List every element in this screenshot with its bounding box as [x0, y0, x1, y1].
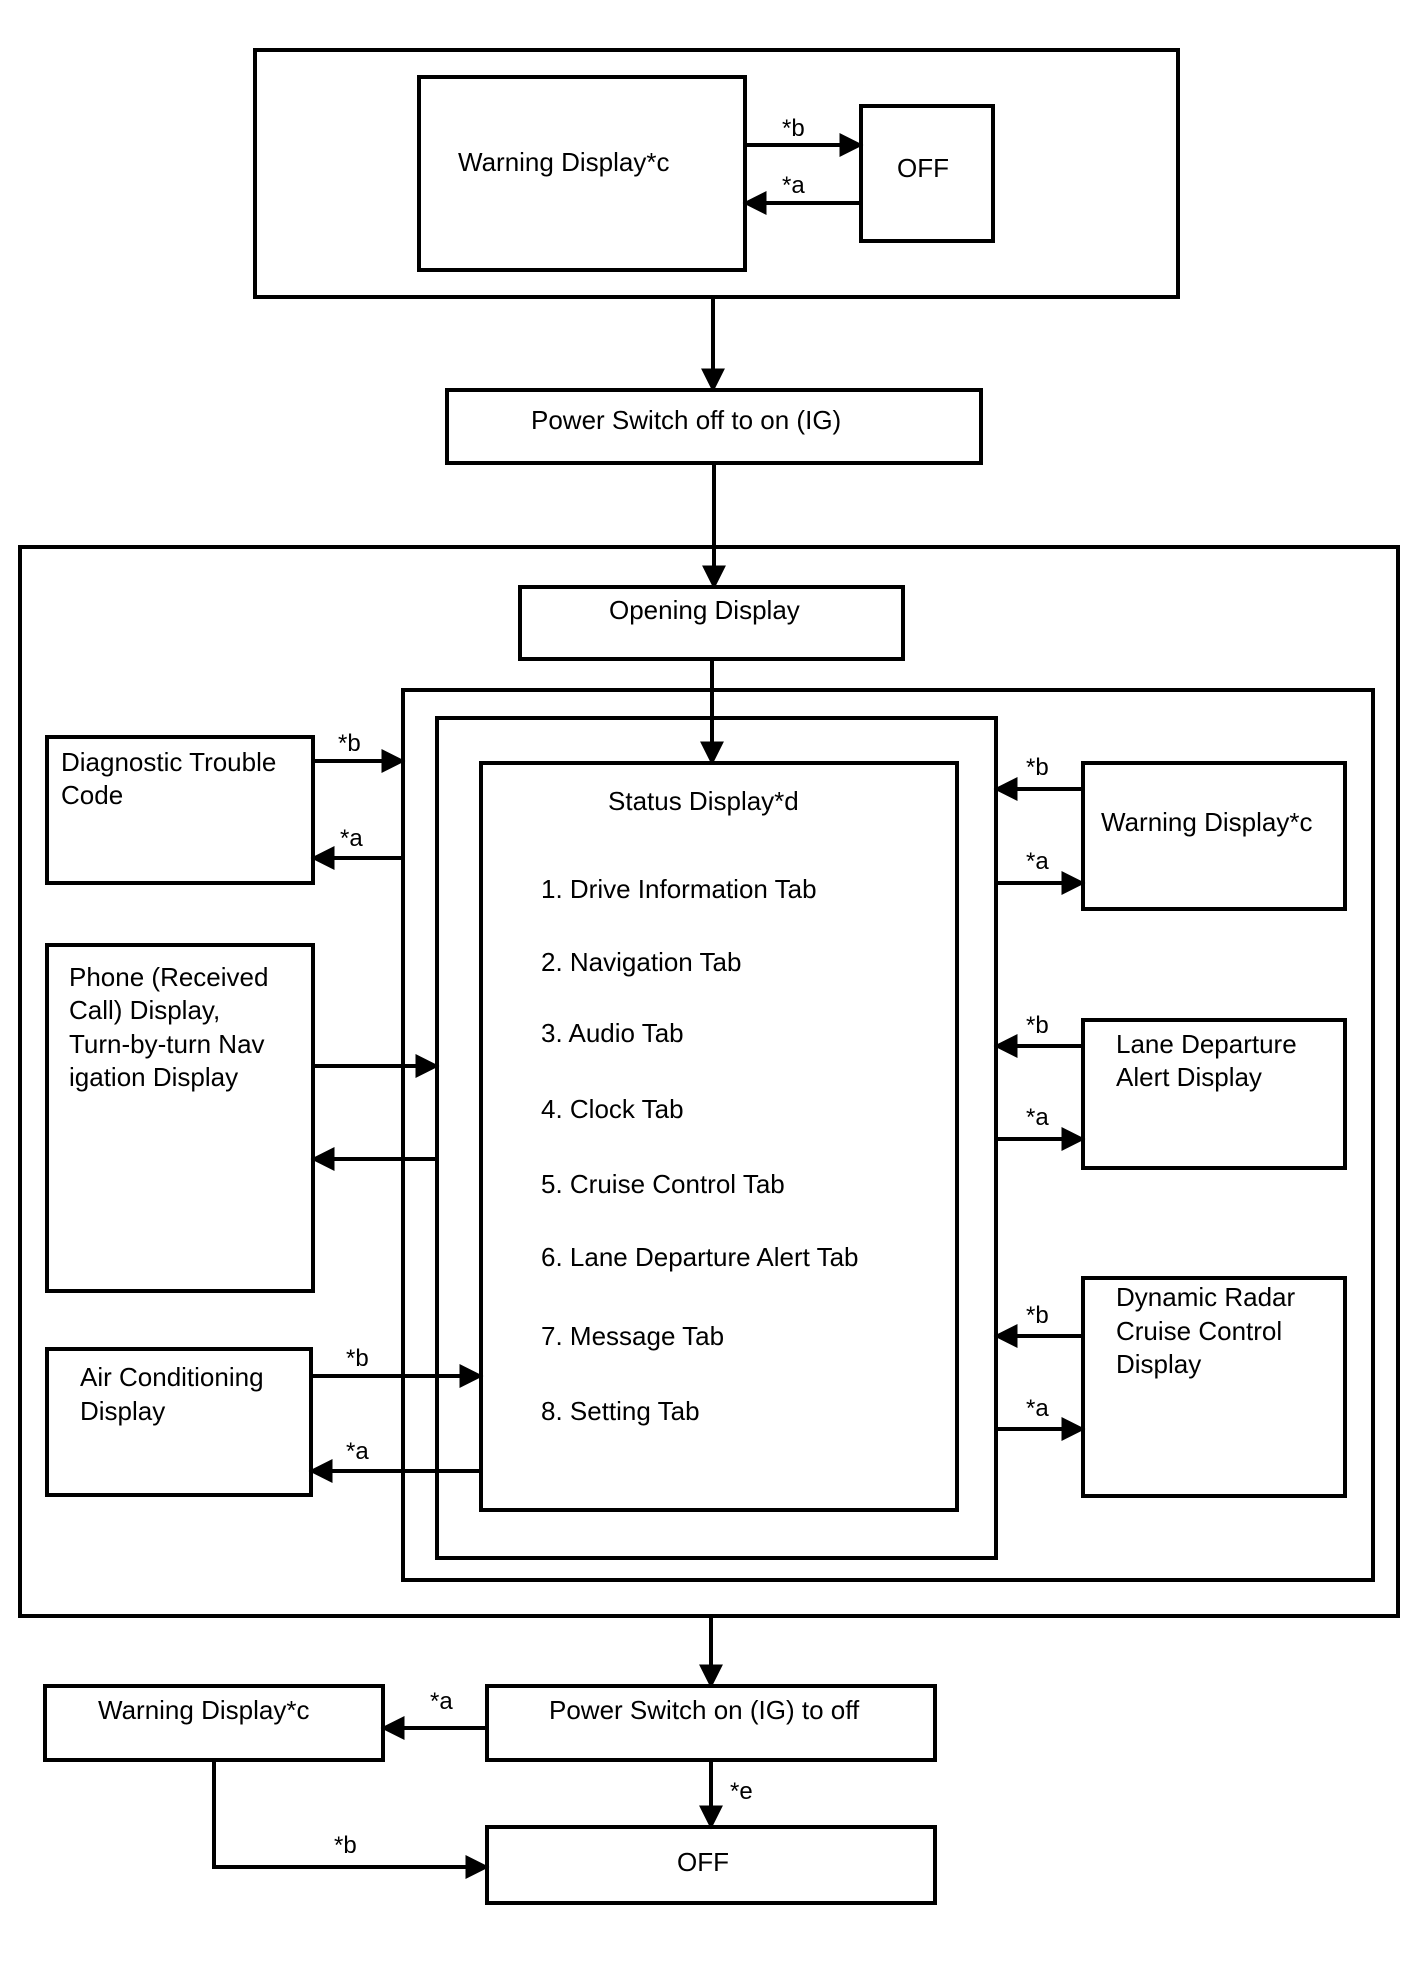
right-warning-label-b: *b: [1026, 754, 1049, 781]
power-switch-on-label: Power Switch off to on (IG): [531, 405, 841, 435]
outer-display-frame: [401, 688, 1375, 1582]
status-tab-item: 7. Message Tab: [541, 1321, 724, 1351]
phone-line-3: Turn-by-turn Nav: [69, 1029, 265, 1059]
top-warning-display-label: Warning Display*c: [458, 147, 669, 177]
status-tab-item: 6. Lane Departure Alert Tab: [541, 1242, 859, 1272]
status-tab-item: 8. Setting Tab: [541, 1396, 700, 1426]
top-warning-display-box: [417, 75, 747, 272]
bottom-label-b: *b: [334, 1832, 357, 1859]
lane-departure-label-a: *a: [1026, 1104, 1049, 1131]
radar-cruise-line-2: Cruise Control: [1116, 1316, 1282, 1346]
air-conditioning-box: [45, 1347, 313, 1497]
lane-departure-label-b: *b: [1026, 1012, 1049, 1039]
radar-cruise-label-a: *a: [1026, 1395, 1049, 1422]
phone-line-4: igation Display: [69, 1062, 238, 1092]
status-tab-list: 1. Drive Information Tab 2. Navigation T…: [541, 874, 859, 1426]
phone-line-1: Phone (Received: [69, 962, 268, 992]
phone-navigation-box: [45, 943, 315, 1293]
phone-line-2: Call) Display,: [69, 995, 220, 1025]
lane-departure-alert-box: [1081, 1018, 1347, 1170]
top-off-label: OFF: [897, 153, 949, 183]
top-group-frame: [253, 48, 1180, 299]
diagnostic-trouble-code-box: [45, 735, 315, 885]
right-warning-display-box: [1081, 761, 1347, 911]
status-display-title: Status Display*d: [608, 786, 799, 816]
diagnostic-line-2: Code: [61, 780, 123, 810]
diagnostic-label-b: *b: [338, 730, 361, 757]
top-label-b: *b: [782, 115, 805, 142]
bottom-label-a: *a: [430, 1688, 453, 1715]
air-conditioning-label-b: *b: [346, 1345, 369, 1372]
radar-cruise-label-b: *b: [1026, 1302, 1049, 1329]
top-off-box: [859, 104, 995, 243]
bottom-label-e: *e: [730, 1778, 753, 1805]
air-conditioning-line-1: Air Conditioning: [80, 1362, 264, 1392]
bottom-arrow-warning-to-off: [212, 1760, 490, 1879]
diagnostic-line-1: Diagnostic Trouble: [61, 747, 276, 777]
status-tab-item: 2. Navigation Tab: [541, 947, 741, 977]
top-label-a: *a: [782, 172, 805, 199]
lane-departure-line-2: Alert Display: [1116, 1062, 1262, 1092]
bottom-off-label: OFF: [677, 1847, 729, 1877]
air-conditioning-line-2: Display: [80, 1396, 165, 1426]
status-tab-item: 4. Clock Tab: [541, 1094, 684, 1124]
radar-cruise-line-1: Dynamic Radar: [1116, 1282, 1296, 1312]
power-switch-off-label: Power Switch on (IG) to off: [549, 1695, 860, 1725]
status-display-box: [479, 761, 959, 1512]
diagnostic-label-a: *a: [340, 825, 363, 852]
lane-departure-line-1: Lane Departure: [1116, 1029, 1297, 1059]
right-warning-label-a: *a: [1026, 848, 1049, 875]
status-tab-item: 3. Audio Tab: [541, 1018, 684, 1048]
status-tab-item: 5. Cruise Control Tab: [541, 1169, 785, 1199]
status-tab-item: 1. Drive Information Tab: [541, 874, 817, 904]
radar-cruise-line-3: Display: [1116, 1349, 1201, 1379]
bottom-warning-display-label: Warning Display*c: [98, 1695, 309, 1725]
right-warning-display-label: Warning Display*c: [1101, 807, 1312, 837]
air-conditioning-label-a: *a: [346, 1438, 369, 1465]
opening-display-box: [518, 585, 905, 661]
power-switch-off-box: [485, 1684, 937, 1762]
opening-display-label: Opening Display: [609, 595, 800, 625]
power-switch-on-box: [445, 388, 983, 465]
radar-cruise-control-box: [1081, 1276, 1347, 1498]
